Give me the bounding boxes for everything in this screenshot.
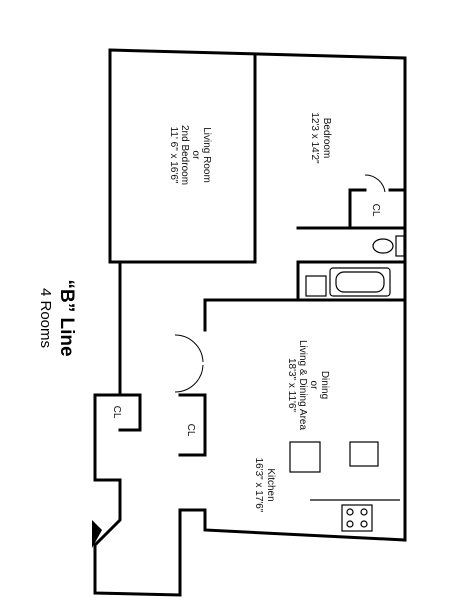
wall-closet-bedroom xyxy=(348,188,407,230)
closet-label: CL xyxy=(111,406,122,419)
dining-size: 18'3" x 11'6" xyxy=(286,358,297,413)
living-room-label: Living Room xyxy=(201,127,212,183)
burner xyxy=(360,508,368,516)
wall-closet-hall xyxy=(178,393,207,457)
stove xyxy=(341,504,373,532)
plan-title: “B” Line xyxy=(56,279,77,356)
dining-alt-label: Living & Dining Area xyxy=(297,340,308,430)
bathtub-inner xyxy=(335,271,385,293)
bedroom-size: 12'3 x 14'2" xyxy=(309,112,320,164)
wall-closet-entry xyxy=(93,393,142,432)
burner xyxy=(346,508,354,516)
kitchen-label: Kitchen xyxy=(265,468,276,501)
burner xyxy=(360,520,368,528)
bathtub xyxy=(329,267,391,297)
dining-or: or xyxy=(308,381,319,391)
toilet-tank xyxy=(395,235,405,257)
refrigerator xyxy=(349,441,379,467)
kitchen-counter xyxy=(289,441,321,473)
door-double-right xyxy=(174,364,204,393)
closet-label: CL xyxy=(185,424,196,437)
outer-wall xyxy=(93,48,407,597)
closet-label: CL xyxy=(370,204,381,217)
sink xyxy=(305,275,327,297)
entry-arrow-icon xyxy=(92,520,102,548)
toilet-bowl xyxy=(372,238,394,254)
dining-label: Dining xyxy=(319,371,330,399)
kitchen-size: 16'3" x 17'6" xyxy=(253,458,264,513)
living-room-size: 11' 6" x 16'6" xyxy=(168,127,179,184)
living-room-or: or xyxy=(190,151,201,161)
door-double-left xyxy=(174,334,204,363)
bedroom-label: Bedroom xyxy=(321,118,332,159)
plan-subtitle: 4 Rooms xyxy=(37,288,54,348)
wall-living-bottom xyxy=(108,226,257,264)
door-bedroom-closet xyxy=(364,174,386,193)
burner xyxy=(346,520,354,528)
living-room-alt-label: 2nd Bedroom xyxy=(179,125,190,185)
